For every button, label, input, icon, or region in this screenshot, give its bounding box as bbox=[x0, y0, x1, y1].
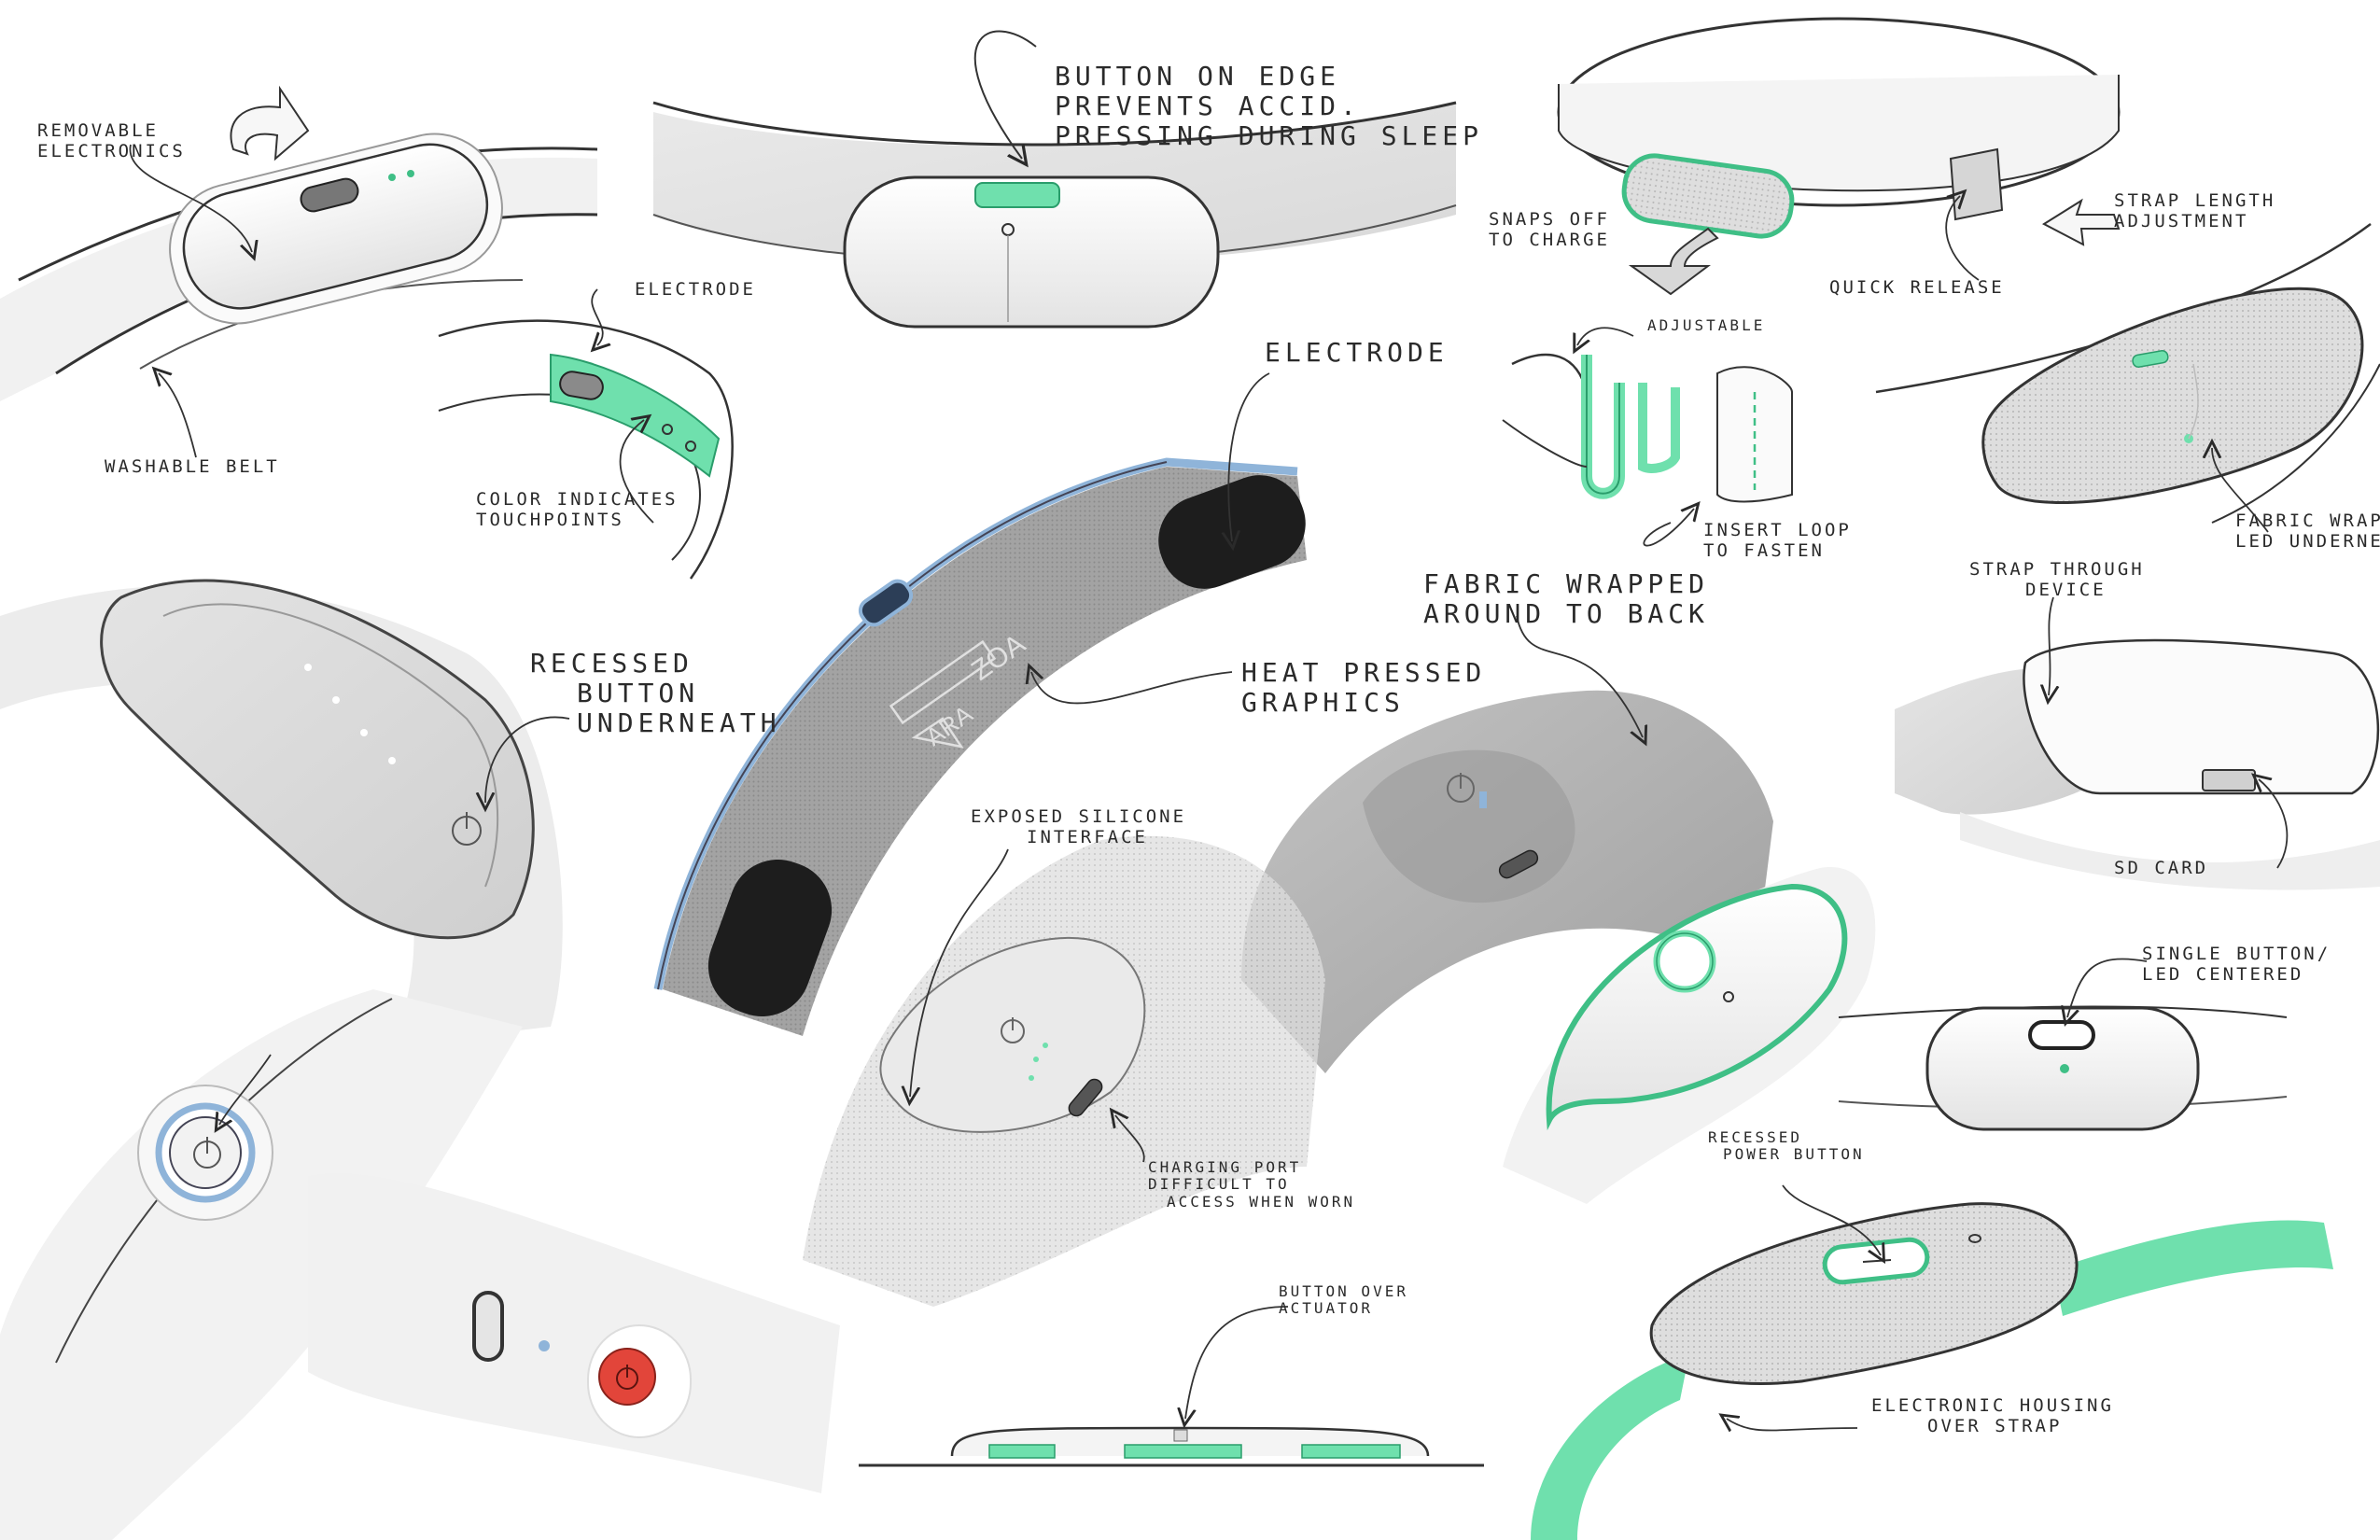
label-line: Strap through bbox=[1969, 559, 2145, 580]
power-icon bbox=[1447, 773, 1475, 803]
label-washable-belt: Washable belt bbox=[105, 456, 280, 477]
label-quick-release: Quick release bbox=[1829, 277, 2005, 298]
label-line: Removable bbox=[37, 120, 159, 141]
label-line: device bbox=[2025, 579, 2107, 600]
touchpoints-sketch bbox=[438, 288, 734, 580]
label-line: graphics bbox=[1241, 687, 1405, 719]
label-electronic-housing: Electronic housing over strap bbox=[1871, 1395, 2114, 1437]
label-line: Button on edge bbox=[1055, 61, 1341, 91]
fabric-wrapped-sketch bbox=[1241, 615, 1773, 1073]
heat-pressed-band-sketch: ZOA ARA bbox=[653, 372, 1307, 1036]
label-line: prevents accid. bbox=[1055, 91, 1361, 122]
housing-over-strap-sketch bbox=[1531, 1184, 2333, 1540]
label-heat-pressed: Heat pressed graphics bbox=[1241, 657, 1487, 719]
label-line: Fabric wrapped bbox=[1423, 568, 1710, 599]
label-button-over-actuator: Button over actuator bbox=[1279, 1282, 1408, 1318]
power-icon bbox=[1001, 1017, 1025, 1043]
label-fabric-wrap-led: Fabric wrap LED underne bbox=[2235, 511, 2380, 553]
label-color-indicates: Color indicates touchpoints bbox=[476, 489, 679, 531]
power-icon bbox=[193, 1137, 221, 1169]
label-line: touchpoints bbox=[476, 509, 624, 530]
recessed-button-sketch bbox=[0, 579, 570, 1045]
label-line: to charge bbox=[1489, 229, 1610, 250]
label-charging-port: Charging port difficult to access when w… bbox=[1148, 1158, 1356, 1211]
label-electrode-center: Electrode bbox=[1265, 337, 1449, 368]
power-icon bbox=[616, 1365, 638, 1390]
label-recessed-button: Recessed button underneath bbox=[530, 648, 781, 739]
ring-button-sketch bbox=[0, 989, 523, 1540]
label-line: Recessed bbox=[530, 648, 693, 679]
label-recessed-power: Recessed power button bbox=[1708, 1128, 1865, 1164]
label-line: interface bbox=[1027, 826, 1148, 847]
strap-adjust-sketch bbox=[1557, 17, 2121, 296]
label-line: actuator bbox=[1279, 1299, 1374, 1318]
fabric-wrap-led-sketch bbox=[1875, 222, 2380, 533]
red-button-sketch bbox=[308, 1172, 840, 1493]
label-snaps-off: Snaps off to charge bbox=[1489, 209, 1610, 251]
label-strap-length: Strap length adjustment bbox=[2114, 190, 2276, 232]
label-line: LED underne bbox=[2235, 530, 2380, 552]
label-line: Button over bbox=[1279, 1282, 1408, 1300]
label-strap-through: Strap through device bbox=[1969, 559, 2145, 601]
removable-pod bbox=[169, 133, 503, 325]
label-line: Insert loop bbox=[1703, 520, 1852, 540]
removable-electronics-sketch bbox=[0, 85, 598, 458]
label-line: Fabric wrap bbox=[2235, 511, 2380, 531]
label-line: over strap bbox=[1927, 1415, 2063, 1436]
label-line: Snaps off bbox=[1489, 209, 1610, 230]
label-removable-electronics: Removable electronics bbox=[37, 120, 186, 162]
label-electrode-top: Electrode bbox=[635, 279, 756, 300]
actuator-section-sketch bbox=[859, 1306, 1484, 1467]
label-line: Strap length bbox=[2114, 190, 2276, 211]
label-sd-card: SD card bbox=[2114, 858, 2209, 878]
label-line: around to back bbox=[1423, 598, 1710, 630]
label-line: pressing during sleep bbox=[1055, 120, 1484, 152]
label-line: Charging port bbox=[1148, 1158, 1302, 1176]
snaps-off-arrow-icon bbox=[1628, 227, 1719, 296]
two-way-arrow-icon bbox=[2041, 198, 2121, 246]
lift-arrow-icon bbox=[230, 85, 310, 161]
label-line: button bbox=[577, 678, 700, 709]
label-button-on-edge: Button on edge prevents accid. pressing … bbox=[1055, 61, 1484, 152]
label-line: access when worn bbox=[1167, 1192, 1356, 1211]
label-adjustable: Adjustable bbox=[1647, 316, 1766, 334]
label-line: Electronic housing bbox=[1871, 1395, 2114, 1416]
button-on-edge-sketch bbox=[652, 30, 1457, 329]
label-line: difficult to bbox=[1148, 1175, 1290, 1194]
single-button-led-sketch bbox=[1838, 958, 2288, 1131]
label-line: underneath bbox=[577, 707, 781, 739]
label-fabric-wrapped: Fabric wrapped around to back bbox=[1423, 568, 1710, 630]
strap-through-sketch bbox=[1895, 596, 2380, 890]
label-line: Recessed bbox=[1708, 1128, 1803, 1146]
label-line: LED centered bbox=[2142, 963, 2304, 985]
single-button-band-sketch bbox=[1503, 867, 1876, 1204]
label-single-button: Single button/ LED centered bbox=[2142, 944, 2331, 986]
label-line: Single button/ bbox=[2142, 944, 2331, 964]
label-exposed-silicone: Exposed silicone interface bbox=[971, 806, 1187, 848]
label-line: Color indicates bbox=[476, 489, 679, 510]
label-line: Exposed silicone bbox=[971, 806, 1187, 827]
exposed-silicone-sketch bbox=[803, 835, 1325, 1307]
label-line: power button bbox=[1723, 1145, 1865, 1164]
label-line: Heat pressed bbox=[1241, 657, 1487, 688]
power-icon bbox=[452, 812, 482, 846]
label-line: electronics bbox=[37, 140, 186, 161]
insert-loop-sketch bbox=[1502, 327, 1793, 547]
label-insert-loop: Insert loop to fasten bbox=[1703, 520, 1852, 562]
label-line: adjustment bbox=[2114, 210, 2249, 231]
label-line: to fasten bbox=[1703, 539, 1825, 561]
